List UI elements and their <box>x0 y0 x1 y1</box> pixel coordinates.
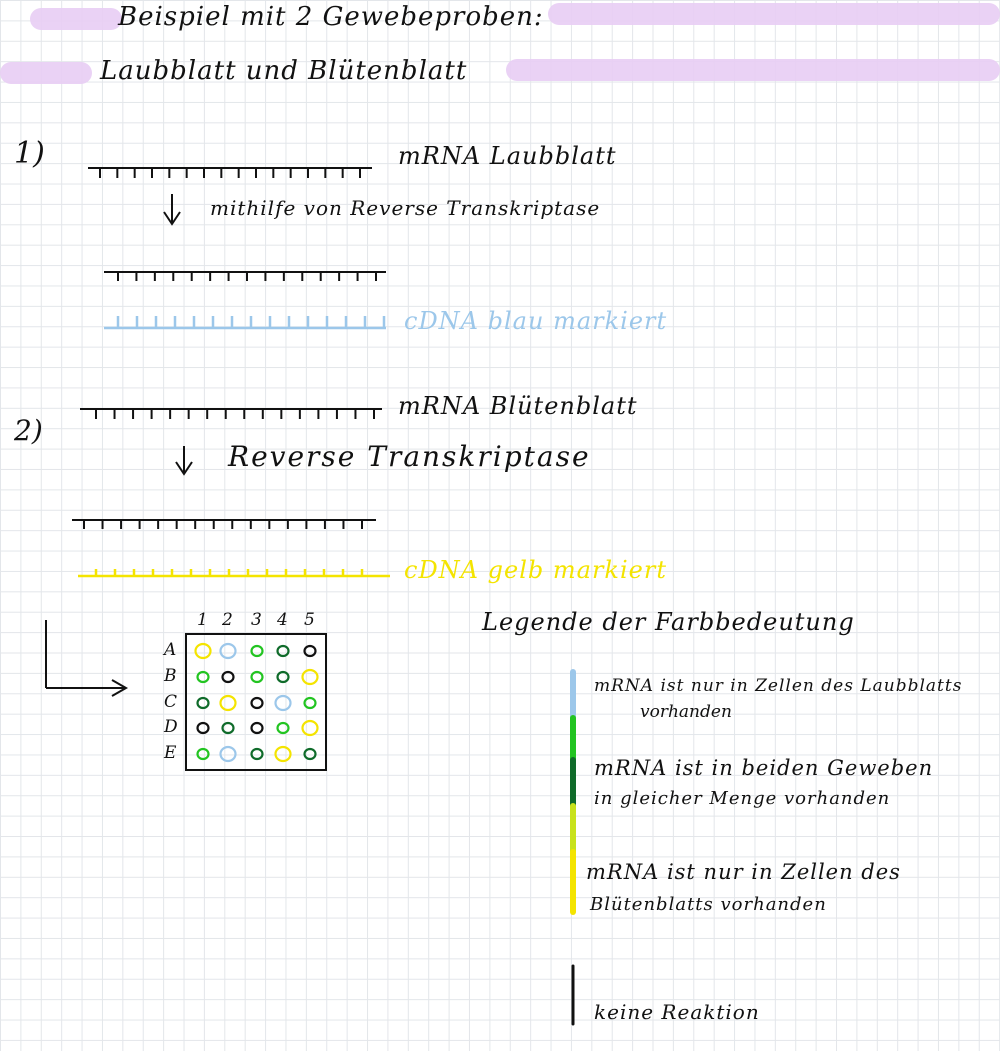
legend-item-4-line-1: keine Reaktion <box>594 1000 760 1024</box>
title-highlight-right <box>548 3 1000 25</box>
microarray-spot-A1 <box>194 642 212 660</box>
legend-item-3-line-2: Blütenblatts vorhanden <box>590 894 827 915</box>
step-1-number: 1) <box>14 136 45 171</box>
microarray-row-label: A <box>164 640 177 660</box>
microarray-spot-C1 <box>196 696 210 710</box>
microarray-spot-D1 <box>196 721 210 735</box>
microarray-spot-C2 <box>219 694 237 712</box>
legend-item-3-line-1: mRNA ist nur in Zellen des <box>586 860 901 884</box>
microarray-spot-E2 <box>219 745 237 763</box>
title-line-1: Beispiel mit 2 Gewebeproben: <box>118 2 544 32</box>
step-2-cdna-label: cDNA gelb markiert <box>404 556 667 584</box>
microarray-spot-C3 <box>250 696 264 710</box>
step-1-mrna-copy-strand <box>104 271 386 281</box>
step-2-mrna-label: mRNA Blütenblatt <box>398 392 638 420</box>
microarray-spot-D3 <box>250 721 264 735</box>
legend-title: Legende der Farbbedeutung <box>482 608 855 636</box>
subtitle-highlight-left <box>0 62 92 84</box>
step-2-number: 2) <box>14 414 43 447</box>
microarray-spot-D2 <box>221 721 235 735</box>
microarray-spot-E1 <box>196 747 210 761</box>
step-1-mrna-label: mRNA Laubblatt <box>398 142 617 170</box>
step-1-mrna-strand <box>88 167 372 178</box>
step-2-arrow-label: Reverse Transkriptase <box>228 440 591 473</box>
step-1-mrna-ticks <box>99 168 361 178</box>
step-2-mrna-strand <box>80 408 382 419</box>
microarray-column-label: 3 <box>251 610 262 630</box>
microarray-spot-A3 <box>250 644 264 658</box>
microarray-spot-A4 <box>276 644 290 658</box>
microarray-frame <box>185 633 327 771</box>
step-2-arrow-icon <box>175 446 193 476</box>
microarray-column-label: 1 <box>197 610 208 630</box>
step-1-arrow-label: mithilfe von Reverse Transkriptase <box>210 196 601 220</box>
legend-item-1-line-2: vorhanden <box>640 702 732 722</box>
microarray-pointer-arrow-icon <box>45 620 129 697</box>
microarray-spot-D5 <box>301 719 319 737</box>
legend-item-1-line-1: mRNA ist nur in Zellen des Laubblatts <box>594 676 963 696</box>
title-line-2: Laubblatt und Blütenblatt <box>100 56 468 86</box>
microarray-spot-E3 <box>250 747 264 761</box>
legend-item-2-line-2: in gleicher Menge vorhanden <box>594 788 891 809</box>
subtitle-highlight-right <box>506 59 1000 81</box>
step-2-cdna-yellow-strand <box>78 569 390 578</box>
step-2-mrna-copy-strand <box>72 519 376 529</box>
microarray-spot-D4 <box>276 721 290 735</box>
microarray-spot-C5 <box>303 696 317 710</box>
microarray-spot-B5 <box>301 668 319 686</box>
microarray-spot-E5 <box>303 747 317 761</box>
microarray-spot-B2 <box>221 670 235 684</box>
microarray-spot-B1 <box>196 670 210 684</box>
microarray-spot-E4 <box>274 745 292 763</box>
microarray-spot-C4 <box>274 694 292 712</box>
microarray-row-label: D <box>164 717 178 737</box>
microarray-spot-B4 <box>276 670 290 684</box>
microarray-column-label: 4 <box>277 610 288 630</box>
title-highlight-left <box>30 8 122 30</box>
step-1-cdna-blue-strand <box>104 316 386 330</box>
legend-item-2-line-1: mRNA ist in beiden Geweben <box>594 756 934 780</box>
microarray-spot-A2 <box>219 642 237 660</box>
microarray-row-label: B <box>164 666 177 686</box>
microarray-column-label: 2 <box>222 610 233 630</box>
step-1-cdna-label: cDNA blau markiert <box>404 307 668 335</box>
microarray-spot-A5 <box>303 644 317 658</box>
microarray-row-label: C <box>164 692 178 712</box>
step-1-arrow-icon <box>163 194 181 226</box>
microarray-spot-B3 <box>250 670 264 684</box>
microarray-spots <box>194 642 319 763</box>
microarray-column-label: 5 <box>304 610 315 630</box>
microarray-row-label: E <box>164 743 177 763</box>
